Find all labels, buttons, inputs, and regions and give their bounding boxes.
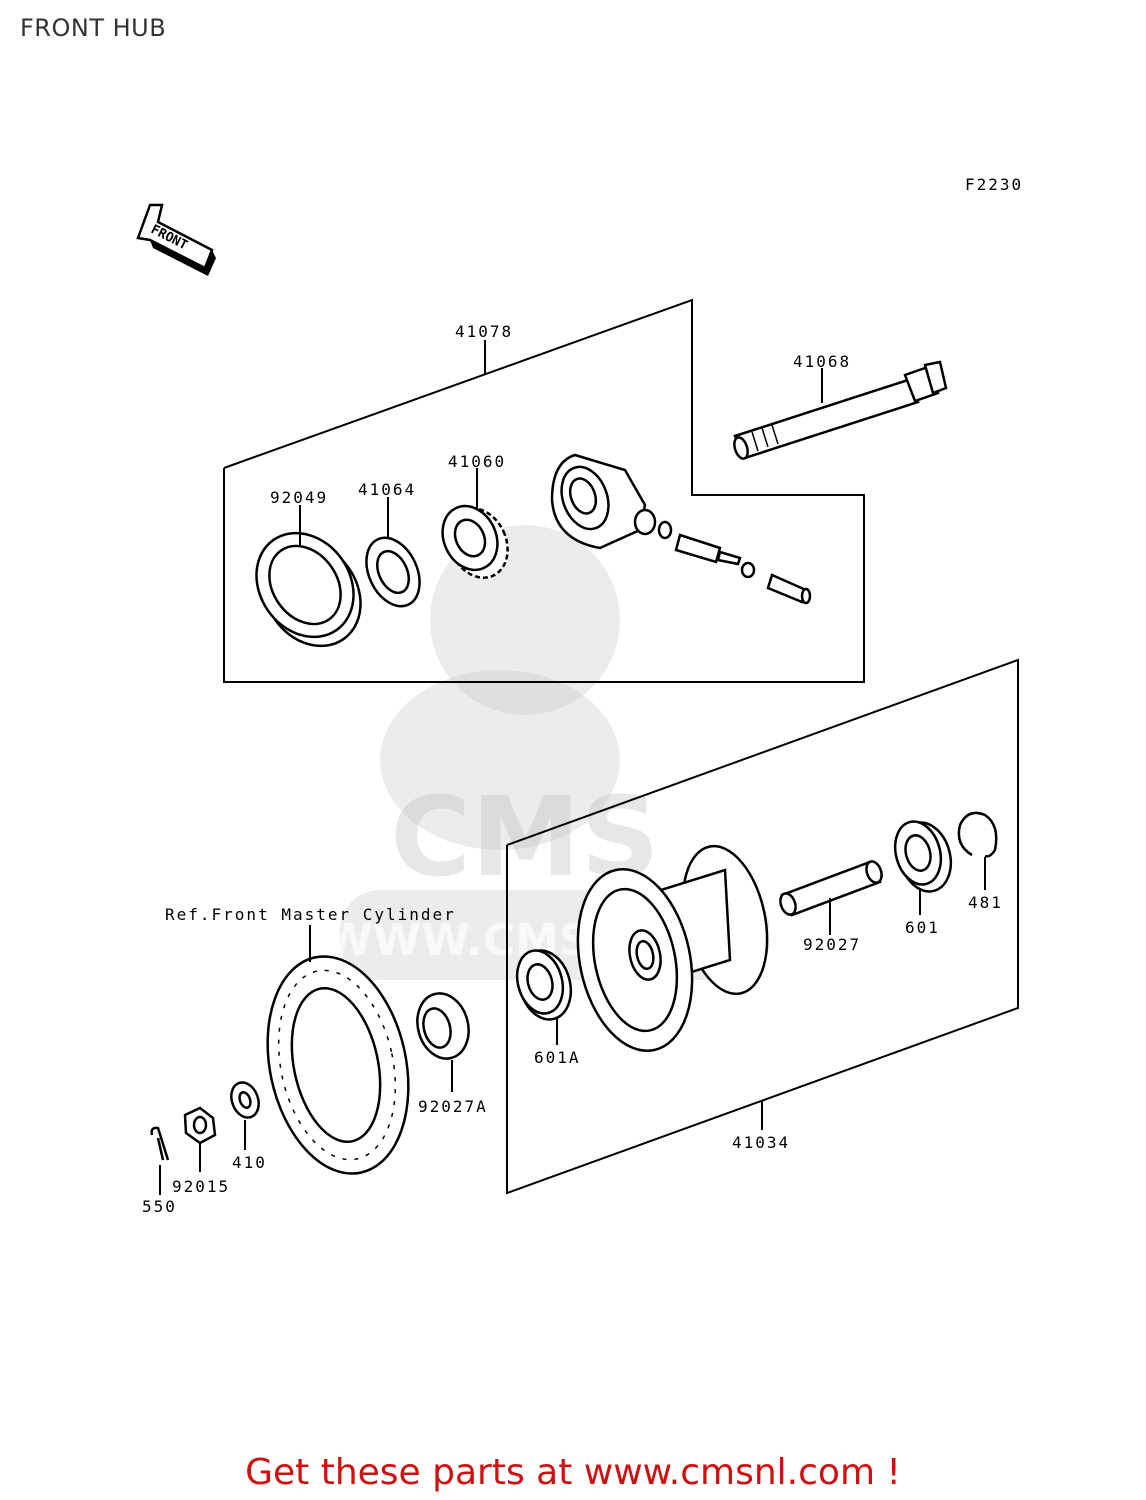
label-41034: 41034 xyxy=(732,1133,790,1152)
circlip-481-part xyxy=(957,811,998,858)
hub-part xyxy=(576,844,769,1052)
group-box-41034 xyxy=(506,658,1019,1195)
label-550: 550 xyxy=(142,1197,177,1216)
brake-disc-part xyxy=(266,955,410,1175)
label-601: 601 xyxy=(905,918,940,937)
meter-gear-housing-part xyxy=(550,453,812,605)
bearing-601a-part xyxy=(515,949,573,1021)
parts-diagram: CMS WWW.CMSNL.COM F2230 FRONT 41078 4106… xyxy=(136,175,1023,1216)
label-92027: 92027 xyxy=(803,935,861,954)
label-92015: 92015 xyxy=(172,1177,230,1196)
drive-gear-part xyxy=(441,504,509,579)
label-ref-master-cylinder: Ref.Front Master Cylinder xyxy=(165,905,456,924)
cotter-pin-550-part xyxy=(150,1126,170,1161)
label-41068: 41068 xyxy=(793,352,851,371)
label-92049: 92049 xyxy=(270,488,328,507)
label-481: 481 xyxy=(968,893,1003,912)
castle-nut-92015-part xyxy=(183,1106,217,1145)
group-box-41078 xyxy=(223,298,865,683)
label-410: 410 xyxy=(232,1153,267,1172)
spacer-92027-part xyxy=(779,860,883,917)
front-arrow-icon: FRONT xyxy=(136,203,216,276)
bearing-601-part xyxy=(893,820,953,893)
diagram-code: F2230 xyxy=(965,175,1023,194)
label-41060: 41060 xyxy=(448,452,506,471)
label-601a: 601A xyxy=(534,1048,581,1067)
promo-link[interactable]: Get these parts at www.cmsnl.com ! xyxy=(245,1452,901,1493)
oil-seal-part xyxy=(255,531,362,648)
label-41078: 41078 xyxy=(455,322,513,341)
label-41064: 41064 xyxy=(358,480,416,499)
gear-washer-part xyxy=(365,536,421,608)
axle-part xyxy=(733,360,948,460)
washer-410-part xyxy=(230,1081,260,1119)
page-title: FRONT HUB xyxy=(20,14,167,42)
label-92027a: 92027A xyxy=(418,1097,488,1116)
collar-92027a-part xyxy=(416,992,470,1060)
